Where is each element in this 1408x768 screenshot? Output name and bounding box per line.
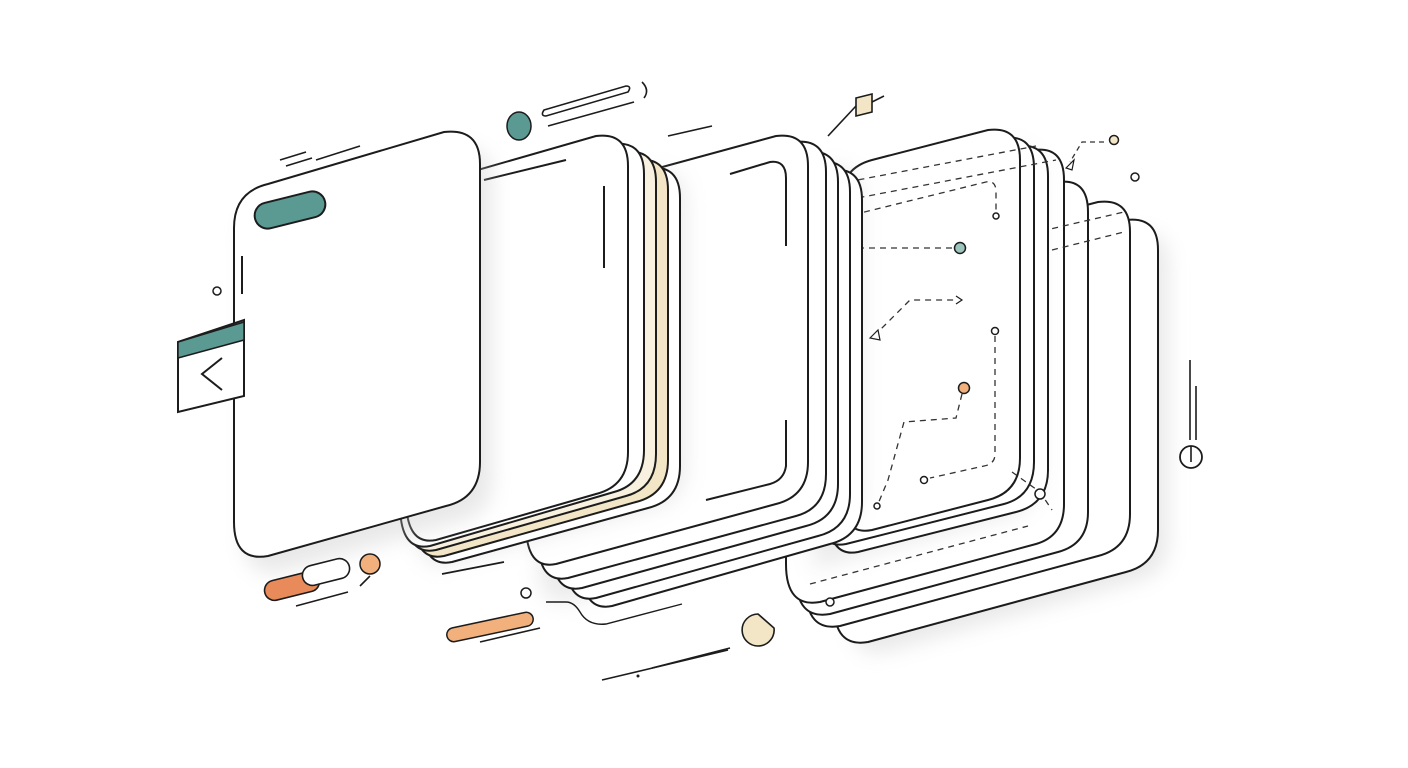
circle-node-icon — [873, 502, 881, 510]
decorations — [212, 81, 1203, 681]
chevron-left-icon — [200, 357, 223, 391]
back-window-widget — [177, 318, 245, 414]
white-pill — [301, 557, 351, 587]
circle-node-icon — [957, 381, 971, 395]
circle-node-icon — [990, 326, 1000, 336]
peach-pill — [446, 611, 534, 643]
circle-node-icon — [992, 212, 1000, 220]
front-card — [233, 130, 492, 573]
circle-node-icon — [919, 475, 929, 485]
teal-dot — [506, 111, 532, 141]
circle-node-icon — [953, 241, 967, 255]
circle-node-icon — [212, 286, 222, 296]
pie-icon — [741, 613, 775, 647]
card-front — [233, 130, 481, 558]
circle-node-icon — [825, 597, 835, 607]
peach-dot — [359, 553, 381, 575]
tag-icon — [855, 92, 873, 118]
circle-node-icon — [520, 587, 532, 599]
circle-node-icon — [1108, 134, 1120, 146]
card-stack-3 — [808, 128, 1140, 571]
circle-node-icon — [1130, 172, 1140, 182]
circle-node-icon — [1034, 488, 1046, 500]
teal-pill — [253, 190, 327, 230]
